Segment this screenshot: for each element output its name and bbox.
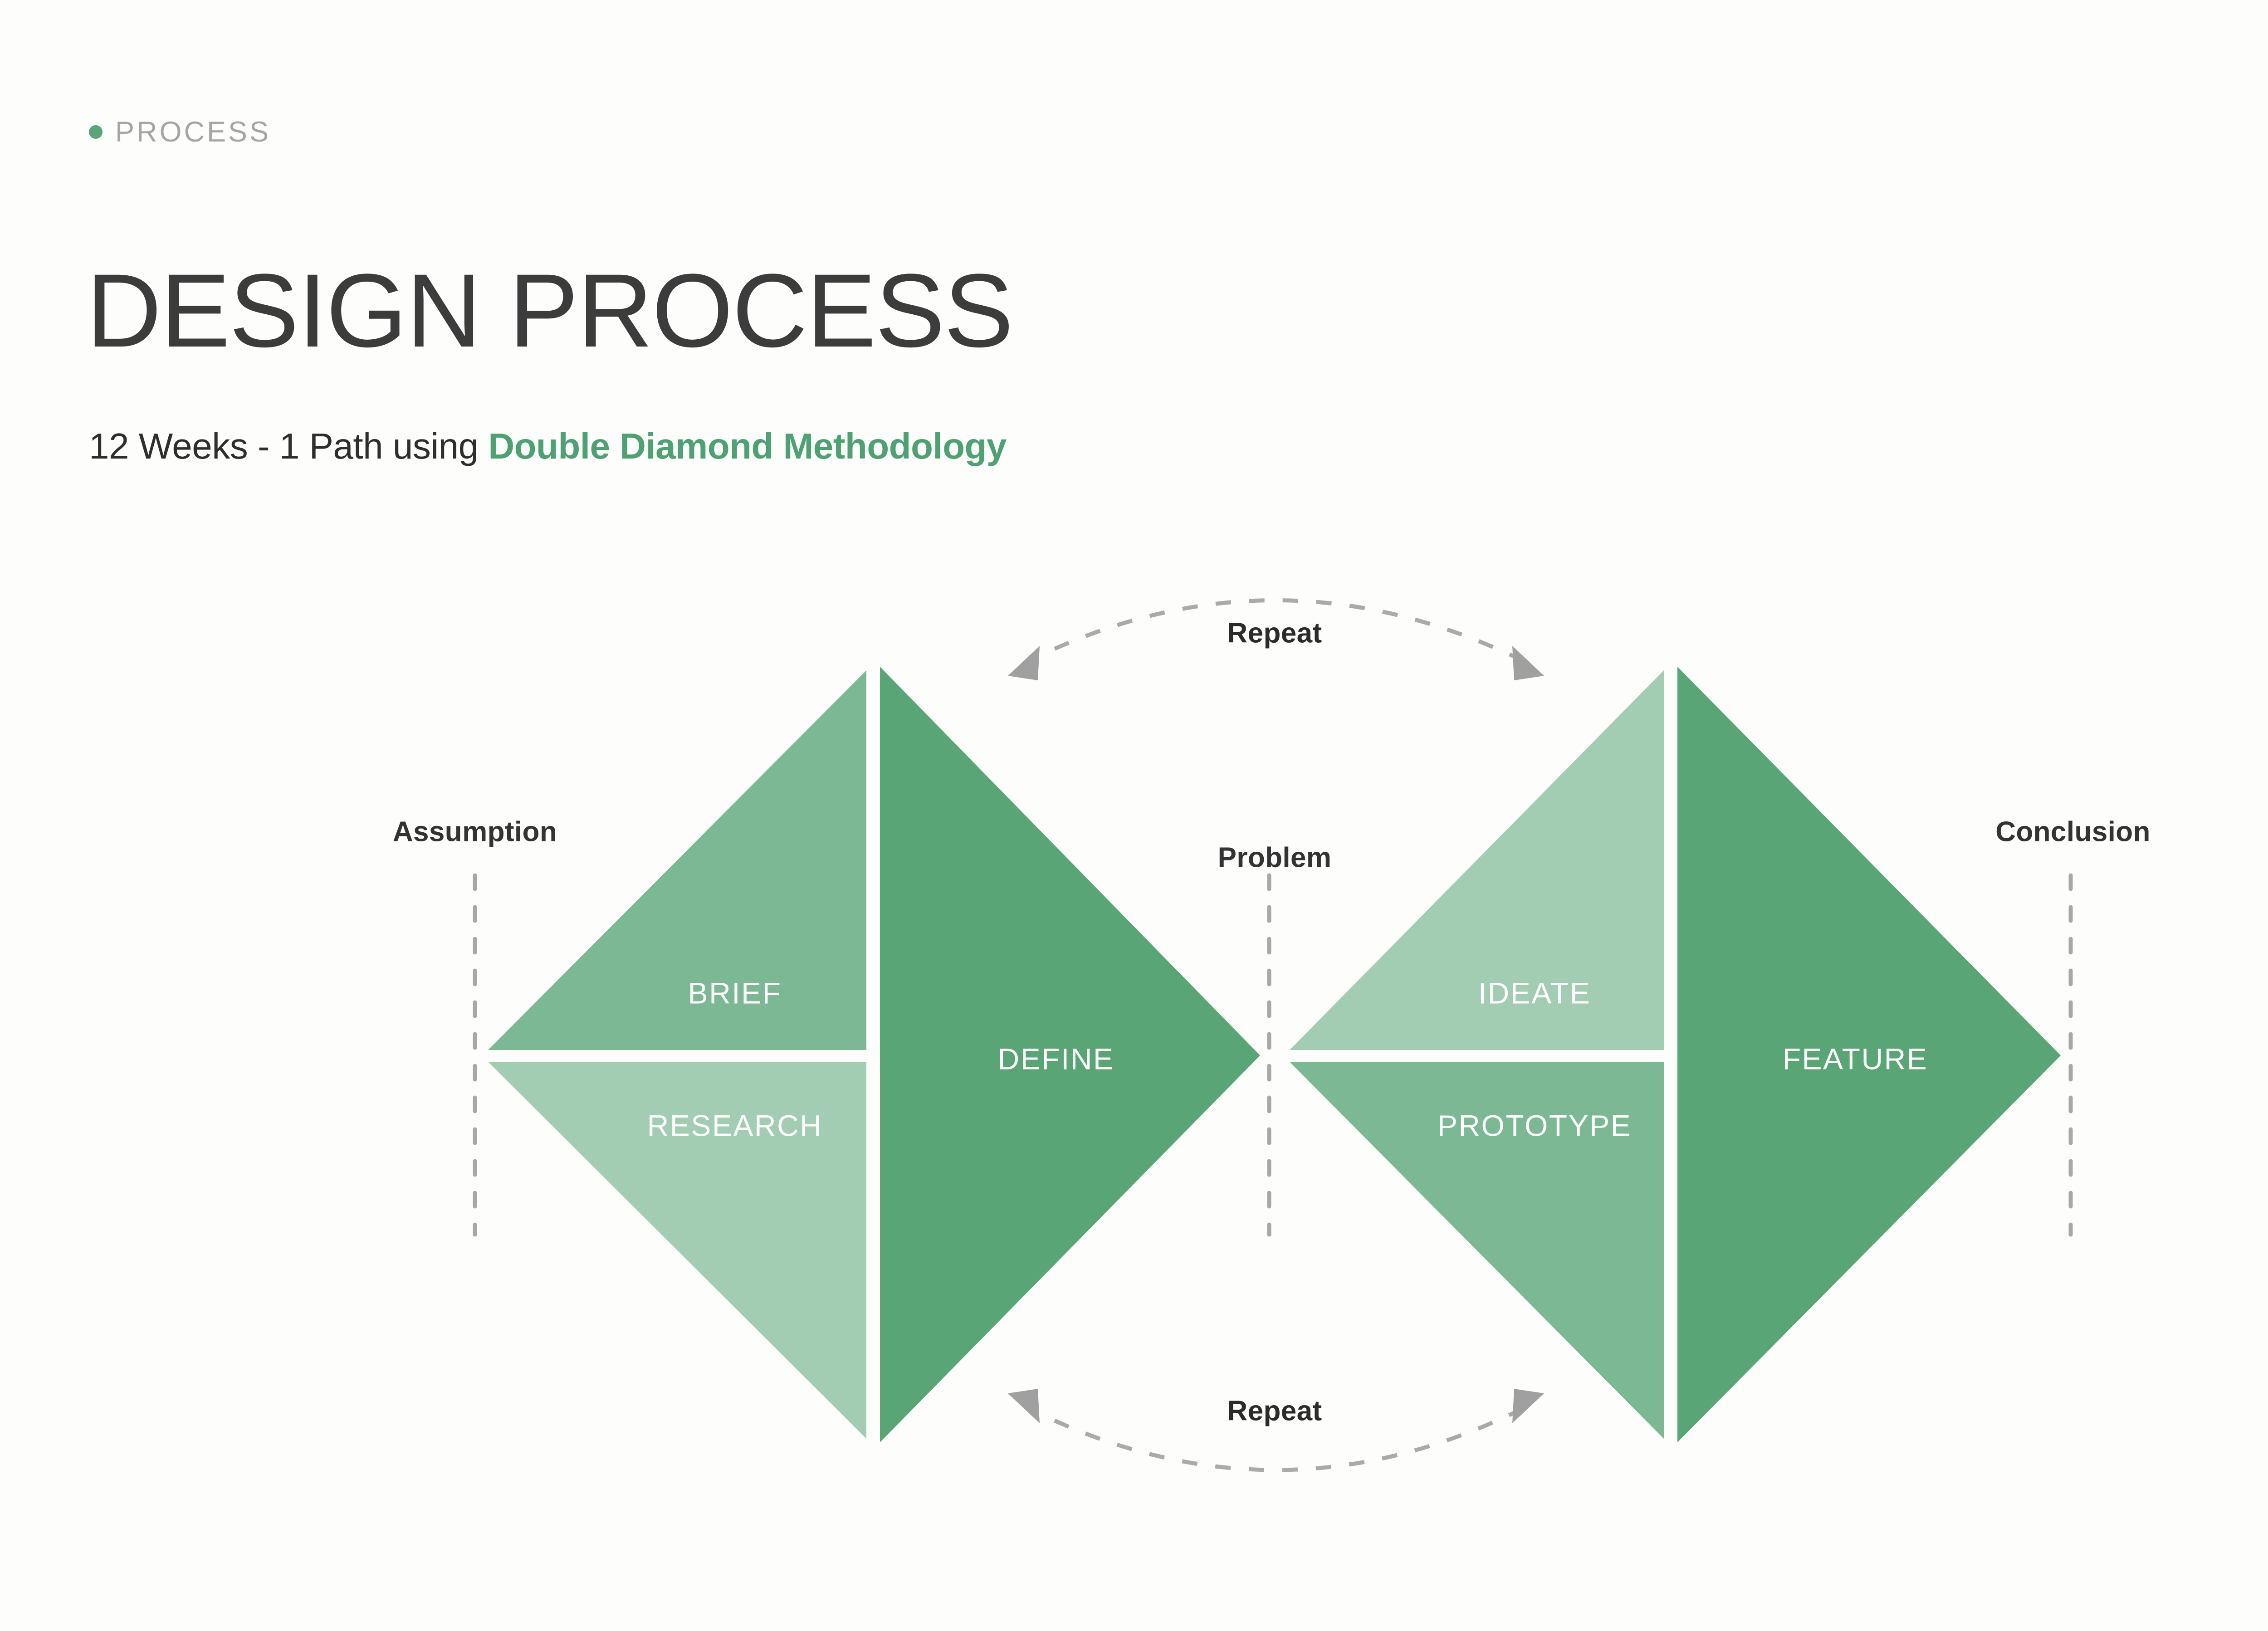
repeat-arc-top	[1023, 598, 1529, 665]
bullet-dot-icon	[89, 125, 103, 139]
subtitle-accent: Double Diamond Methodology	[488, 426, 1007, 466]
quadrant-ideate	[1290, 670, 1664, 1050]
quadrant-define	[880, 667, 1260, 1442]
quadrant-feature	[1677, 667, 2061, 1442]
stage-label-conclusion: Conclusion	[1995, 816, 2151, 847]
eyebrow-label: PROCESS	[89, 116, 271, 148]
label-prototype: PROTOTYPE	[1437, 1108, 1632, 1142]
label-research: RESEARCH	[647, 1108, 823, 1142]
page-title: DESIGN PROCESS	[86, 252, 1013, 369]
repeat-label-bottom: Repeat	[1227, 1395, 1322, 1426]
subtitle-prefix: 12 Weeks - 1 Path using	[89, 426, 489, 466]
quadrant-research	[488, 1062, 866, 1439]
repeat-arrow-top-right	[1512, 646, 1544, 680]
label-define: DEFINE	[997, 1042, 1114, 1075]
repeat-arc-bottom	[1023, 1404, 1529, 1472]
label-feature: FEATURE	[1783, 1042, 1928, 1075]
repeat-arrow-bottom-right	[1512, 1389, 1544, 1423]
stage-label-assumption: Assumption	[393, 816, 557, 847]
label-brief: BRIEF	[688, 976, 782, 1010]
repeat-arrow-top-left	[1008, 646, 1040, 680]
eyebrow-text: PROCESS	[115, 116, 271, 148]
stage-label-problem: Problem	[1218, 842, 1332, 873]
page-subtitle: 12 Weeks - 1 Path using Double Diamond M…	[89, 426, 1007, 466]
repeat-arrow-bottom-left	[1008, 1389, 1040, 1423]
label-ideate: IDEATE	[1478, 976, 1591, 1010]
repeat-label-top: Repeat	[1227, 617, 1322, 649]
quadrant-prototype	[1290, 1062, 1664, 1439]
quadrant-brief	[488, 670, 866, 1050]
